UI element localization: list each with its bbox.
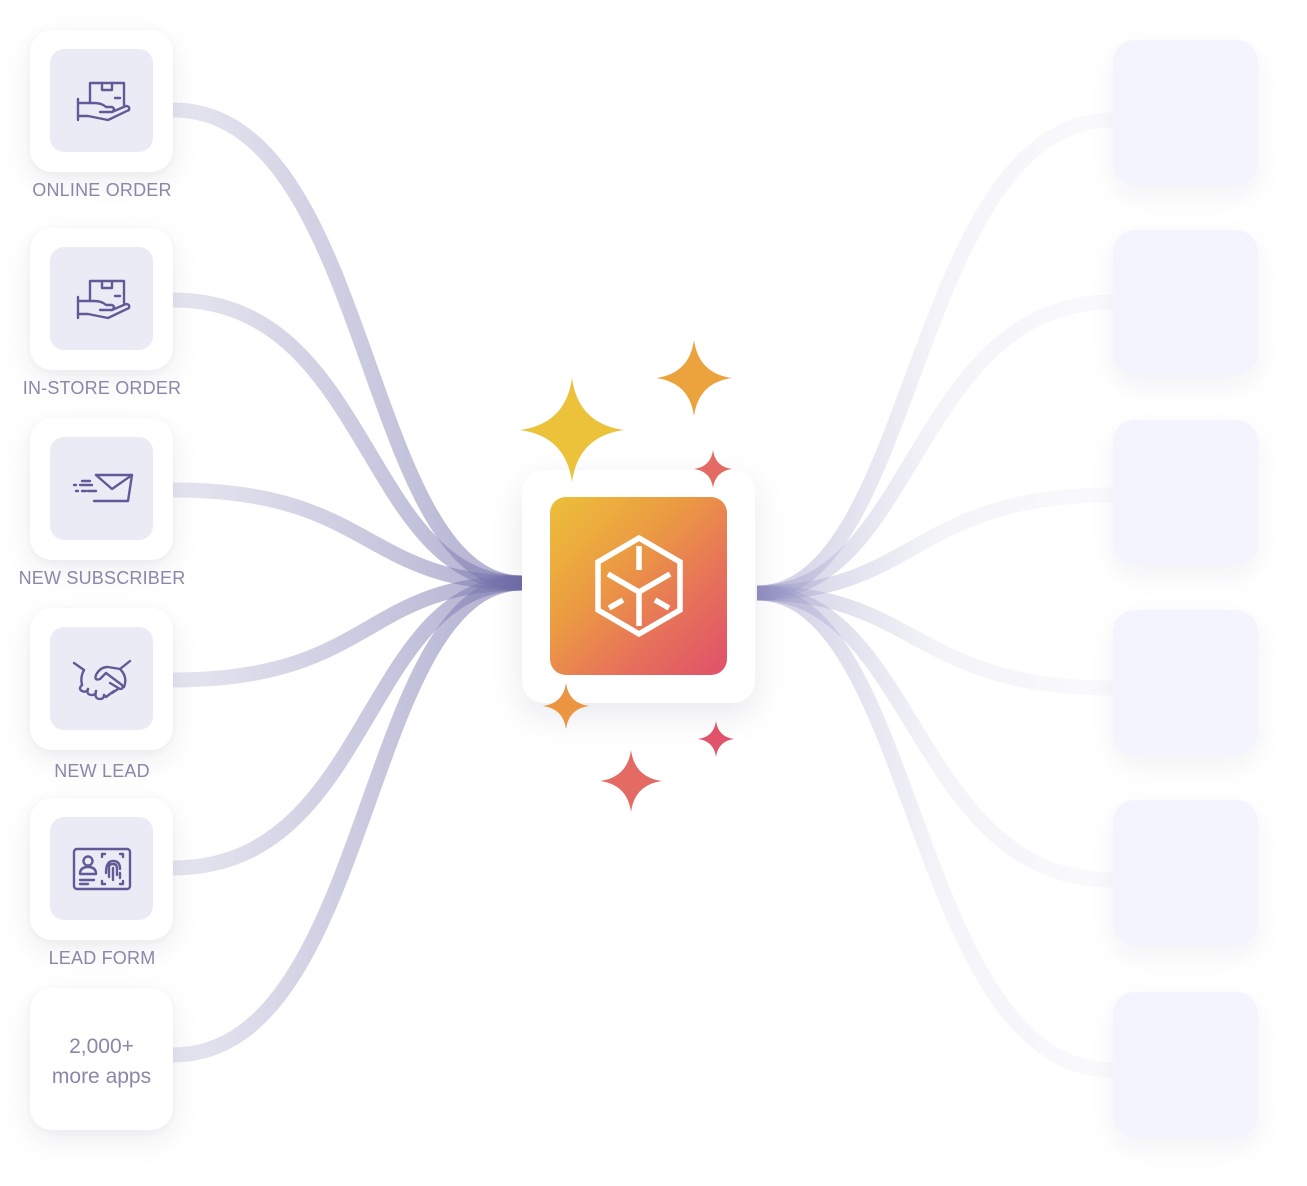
sparkle-icon-small-pink xyxy=(698,721,734,757)
hub-card[interactable] xyxy=(522,470,755,703)
hub-logo-tile xyxy=(550,497,727,675)
trigger-label: IN-STORE ORDER xyxy=(22,378,182,398)
connection-curve-right xyxy=(756,585,1114,888)
connection-curve-left xyxy=(172,575,523,1063)
destination-placeholder xyxy=(1113,992,1258,1137)
trigger-icon-tile xyxy=(50,437,153,540)
handshake-icon xyxy=(72,659,131,700)
more-apps-text: 2,000+ more apps xyxy=(30,1032,173,1092)
trigger-card-online-order[interactable] xyxy=(30,30,173,172)
more-apps-count: 2,000+ xyxy=(69,1035,134,1058)
connection-curve-left xyxy=(172,482,523,591)
trigger-icon-tile xyxy=(50,817,153,920)
destination-placeholder xyxy=(1113,800,1258,945)
trigger-card-new-lead[interactable] xyxy=(30,608,173,750)
trigger-card-lead-form[interactable] xyxy=(30,798,173,940)
connection-curve-right xyxy=(756,112,1114,601)
destination-placeholder xyxy=(1113,40,1258,185)
sparkle-icon-small-orange xyxy=(543,683,589,729)
connection-curve-left xyxy=(172,102,523,591)
trigger-icon-tile xyxy=(50,49,153,152)
fast-mail-icon xyxy=(72,473,133,502)
connection-curve-right xyxy=(756,487,1114,601)
destination-placeholder xyxy=(1113,610,1258,755)
trigger-label: ONLINE ORDER xyxy=(32,180,172,200)
trigger-label: NEW SUBSCRIBER xyxy=(18,568,186,588)
id-card-fingerprint-icon xyxy=(72,847,131,890)
trigger-label: NEW LEAD xyxy=(54,761,150,781)
trigger-label: LEAD FORM xyxy=(48,948,156,968)
sparkle-icon-large-yellow xyxy=(520,378,624,482)
trigger-card-in-store-order[interactable] xyxy=(30,228,173,370)
connection-curve-left xyxy=(172,292,523,591)
hand-box-icon xyxy=(76,81,130,121)
connection-curve-left xyxy=(172,575,523,876)
connection-curve-right xyxy=(756,585,1114,1078)
trigger-icon-tile xyxy=(50,627,153,730)
cube-logo-icon xyxy=(594,534,683,638)
sparkle-icon-small-red xyxy=(694,450,732,488)
trigger-card-new-subscriber[interactable] xyxy=(30,418,173,560)
destination-placeholder xyxy=(1113,420,1258,565)
destination-placeholder xyxy=(1113,230,1258,375)
hand-box-icon xyxy=(76,279,130,319)
sparkle-icon-orange xyxy=(656,340,732,416)
connection-curve-left xyxy=(172,575,523,688)
connection-curve-right xyxy=(756,585,1114,696)
trigger-icon-tile xyxy=(50,247,153,350)
more-apps-card[interactable]: 2,000+ more apps xyxy=(30,988,173,1130)
more-apps-label: more apps xyxy=(51,1065,152,1088)
connection-curve-right xyxy=(756,294,1114,601)
sparkle-icon-red xyxy=(600,750,662,812)
